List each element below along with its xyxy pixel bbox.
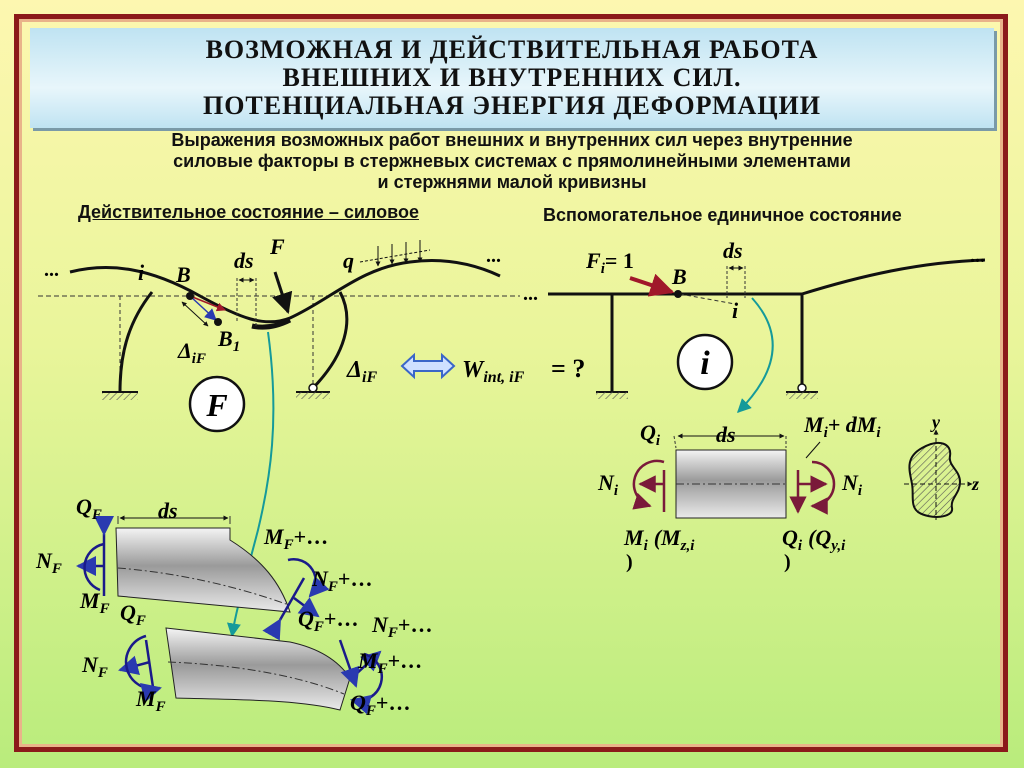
- force-top-label-Q-plus: QF+…: [298, 606, 358, 635]
- unit-element: Qi ds Mi+ dMi Ni Ni Mi(Mz,i ) Qi(Qy,i ) …: [597, 412, 979, 573]
- left-fixed-support: [102, 392, 138, 400]
- force-element-top: QF ds NF MF MF+… NF+… QF+…: [35, 494, 372, 641]
- unit-left-fixed-support: [596, 392, 628, 399]
- badge-F: [188, 375, 246, 433]
- unit-label-Q: Qi: [640, 420, 661, 449]
- axis-z-label: z: [971, 474, 979, 494]
- force-top-label-Q: QF: [76, 494, 102, 523]
- force-top-N-right: [293, 597, 320, 618]
- displacement-arrow-red: [189, 295, 226, 312]
- point-B: [186, 292, 194, 300]
- label-i-right: i: [732, 298, 739, 323]
- title-box: [30, 28, 994, 128]
- label-B-right: B: [671, 264, 687, 289]
- point-B1: [214, 318, 222, 326]
- label-Fi: Fi= 1: [585, 248, 634, 277]
- connector-curve-unit: [737, 297, 774, 413]
- force-top-Q-right: [262, 577, 306, 641]
- force-top-label-N: NF: [35, 548, 62, 577]
- subtitle-line-3: и стержнями малой кривизны: [377, 172, 647, 192]
- label-ds-left: ds: [234, 248, 254, 273]
- equation: ΔiF Wint, iF = ?: [346, 352, 585, 386]
- label-ds-right: ds: [723, 238, 743, 263]
- heading-unit-state: Вспомогательное единичное состояние: [543, 205, 902, 225]
- displacement-arrow-blue: [189, 295, 217, 321]
- unit-label-paren-left: ): [626, 551, 633, 573]
- deformed-right-column: [311, 291, 349, 390]
- force-bottom-label-N: NF: [81, 652, 108, 681]
- element-ds-highlight: [251, 317, 292, 330]
- right-frame-diagram: ... ... Fi= 1 B i ds i: [523, 238, 986, 399]
- force-top-label-M: MF: [79, 588, 110, 617]
- double-arrow-icon: [400, 352, 456, 380]
- force-top-label-ds: ds: [158, 498, 178, 523]
- badge-i: [676, 333, 734, 391]
- label-F-force: F: [269, 234, 285, 259]
- label-B-left: B: [175, 262, 191, 287]
- force-bottom-Q-right: [338, 639, 360, 688]
- title-line-3: ПОТЕНЦИАЛЬНАЯ ЭНЕРГИЯ ДЕФОРМАЦИИ: [202, 91, 821, 120]
- unit-beam-curved: [801, 258, 986, 296]
- force-bottom-label-M-plus: MF+…: [357, 648, 422, 677]
- unit-M-left-arc: [632, 459, 665, 510]
- label-q: q: [343, 248, 354, 273]
- label-delta-iF: ΔiF: [177, 338, 206, 367]
- heading-actual-state: Действительное состояние – силовое: [78, 202, 419, 222]
- force-F-arrow: [272, 271, 293, 314]
- force-element-bottom-body: [165, 627, 351, 711]
- force-bottom-label-M: MF: [135, 686, 166, 715]
- left-frame-diagram: ... ... i B ds F q B1 ΔiF F: [38, 234, 520, 433]
- badge-F-label: F: [205, 387, 227, 423]
- force-bottom-label-Q: QF: [120, 600, 146, 629]
- slide-subtitle: Выражения возможных работ внешних и внут…: [40, 130, 984, 193]
- subtitle-line-1: Выражения возможных работ внешних и внут…: [171, 130, 853, 150]
- axis-y-label: y: [930, 412, 941, 432]
- equation-W: Wint, iF: [462, 357, 525, 386]
- unit-point-B: [674, 290, 682, 298]
- unit-label-M-bottom: Mi(Mz,i: [623, 525, 695, 554]
- unit-label-Q-bottom: Qi(Qy,i: [782, 525, 846, 554]
- delta-iF-dimension: [181, 301, 209, 327]
- cross-section-shape: [908, 441, 962, 518]
- force-top-label-N-plus: NF+…: [311, 566, 372, 595]
- force-top-label-M-plus: MF+…: [263, 524, 328, 553]
- distributed-load-q: [359, 240, 431, 267]
- unit-M-right-arc: [810, 460, 836, 515]
- deformed-left-column: [118, 291, 154, 393]
- unit-label-M-dM: Mi+ dMi: [803, 412, 881, 441]
- right-pin-support: [308, 383, 318, 393]
- title-line-2: ВНЕШНИХ И ВНУТРЕННИХ СИЛ.: [282, 63, 742, 92]
- left-dots-left: ...: [44, 259, 59, 281]
- left-dots-right: ...: [486, 245, 501, 267]
- title-line-1: ВОЗМОЖНАЯ И ДЕЙСТВИТЕЛЬНАЯ РАБОТА: [205, 35, 819, 64]
- right-dots-left: ...: [523, 283, 538, 305]
- unit-right-pin-support: [797, 383, 807, 393]
- force-bottom-label-Q-plus: QF+…: [350, 690, 410, 719]
- right-dots-right: ...: [970, 245, 985, 267]
- force-bottom-N-left: [118, 655, 151, 676]
- slide-frame: [14, 14, 1008, 752]
- unit-force-arrow: [629, 273, 675, 297]
- force-element-bottom: QF NF MF NF+… MF+… QF+…: [81, 600, 432, 719]
- unit-label-ds: ds: [716, 422, 736, 447]
- equation-rhs: = ?: [551, 354, 585, 383]
- equation-delta: ΔiF: [346, 357, 377, 386]
- subtitle-line-2: силовые факторы в стержневых системах с …: [173, 151, 851, 171]
- deformed-beam: [69, 259, 501, 324]
- label-B1: B1: [217, 326, 240, 355]
- slide-title: ВОЗМОЖНАЯ И ДЕЙСТВИТЕЛЬНАЯ РАБОТА ВНЕШНИ…: [30, 36, 994, 120]
- label-i-left: i: [138, 260, 145, 285]
- unit-label-paren-right: ): [784, 551, 791, 573]
- force-bottom-label-N-plus: NF+…: [371, 612, 432, 641]
- unit-label-N-left: Ni: [597, 470, 619, 499]
- unit-label-N-right: Ni: [841, 470, 863, 499]
- badge-i-label: i: [700, 345, 710, 382]
